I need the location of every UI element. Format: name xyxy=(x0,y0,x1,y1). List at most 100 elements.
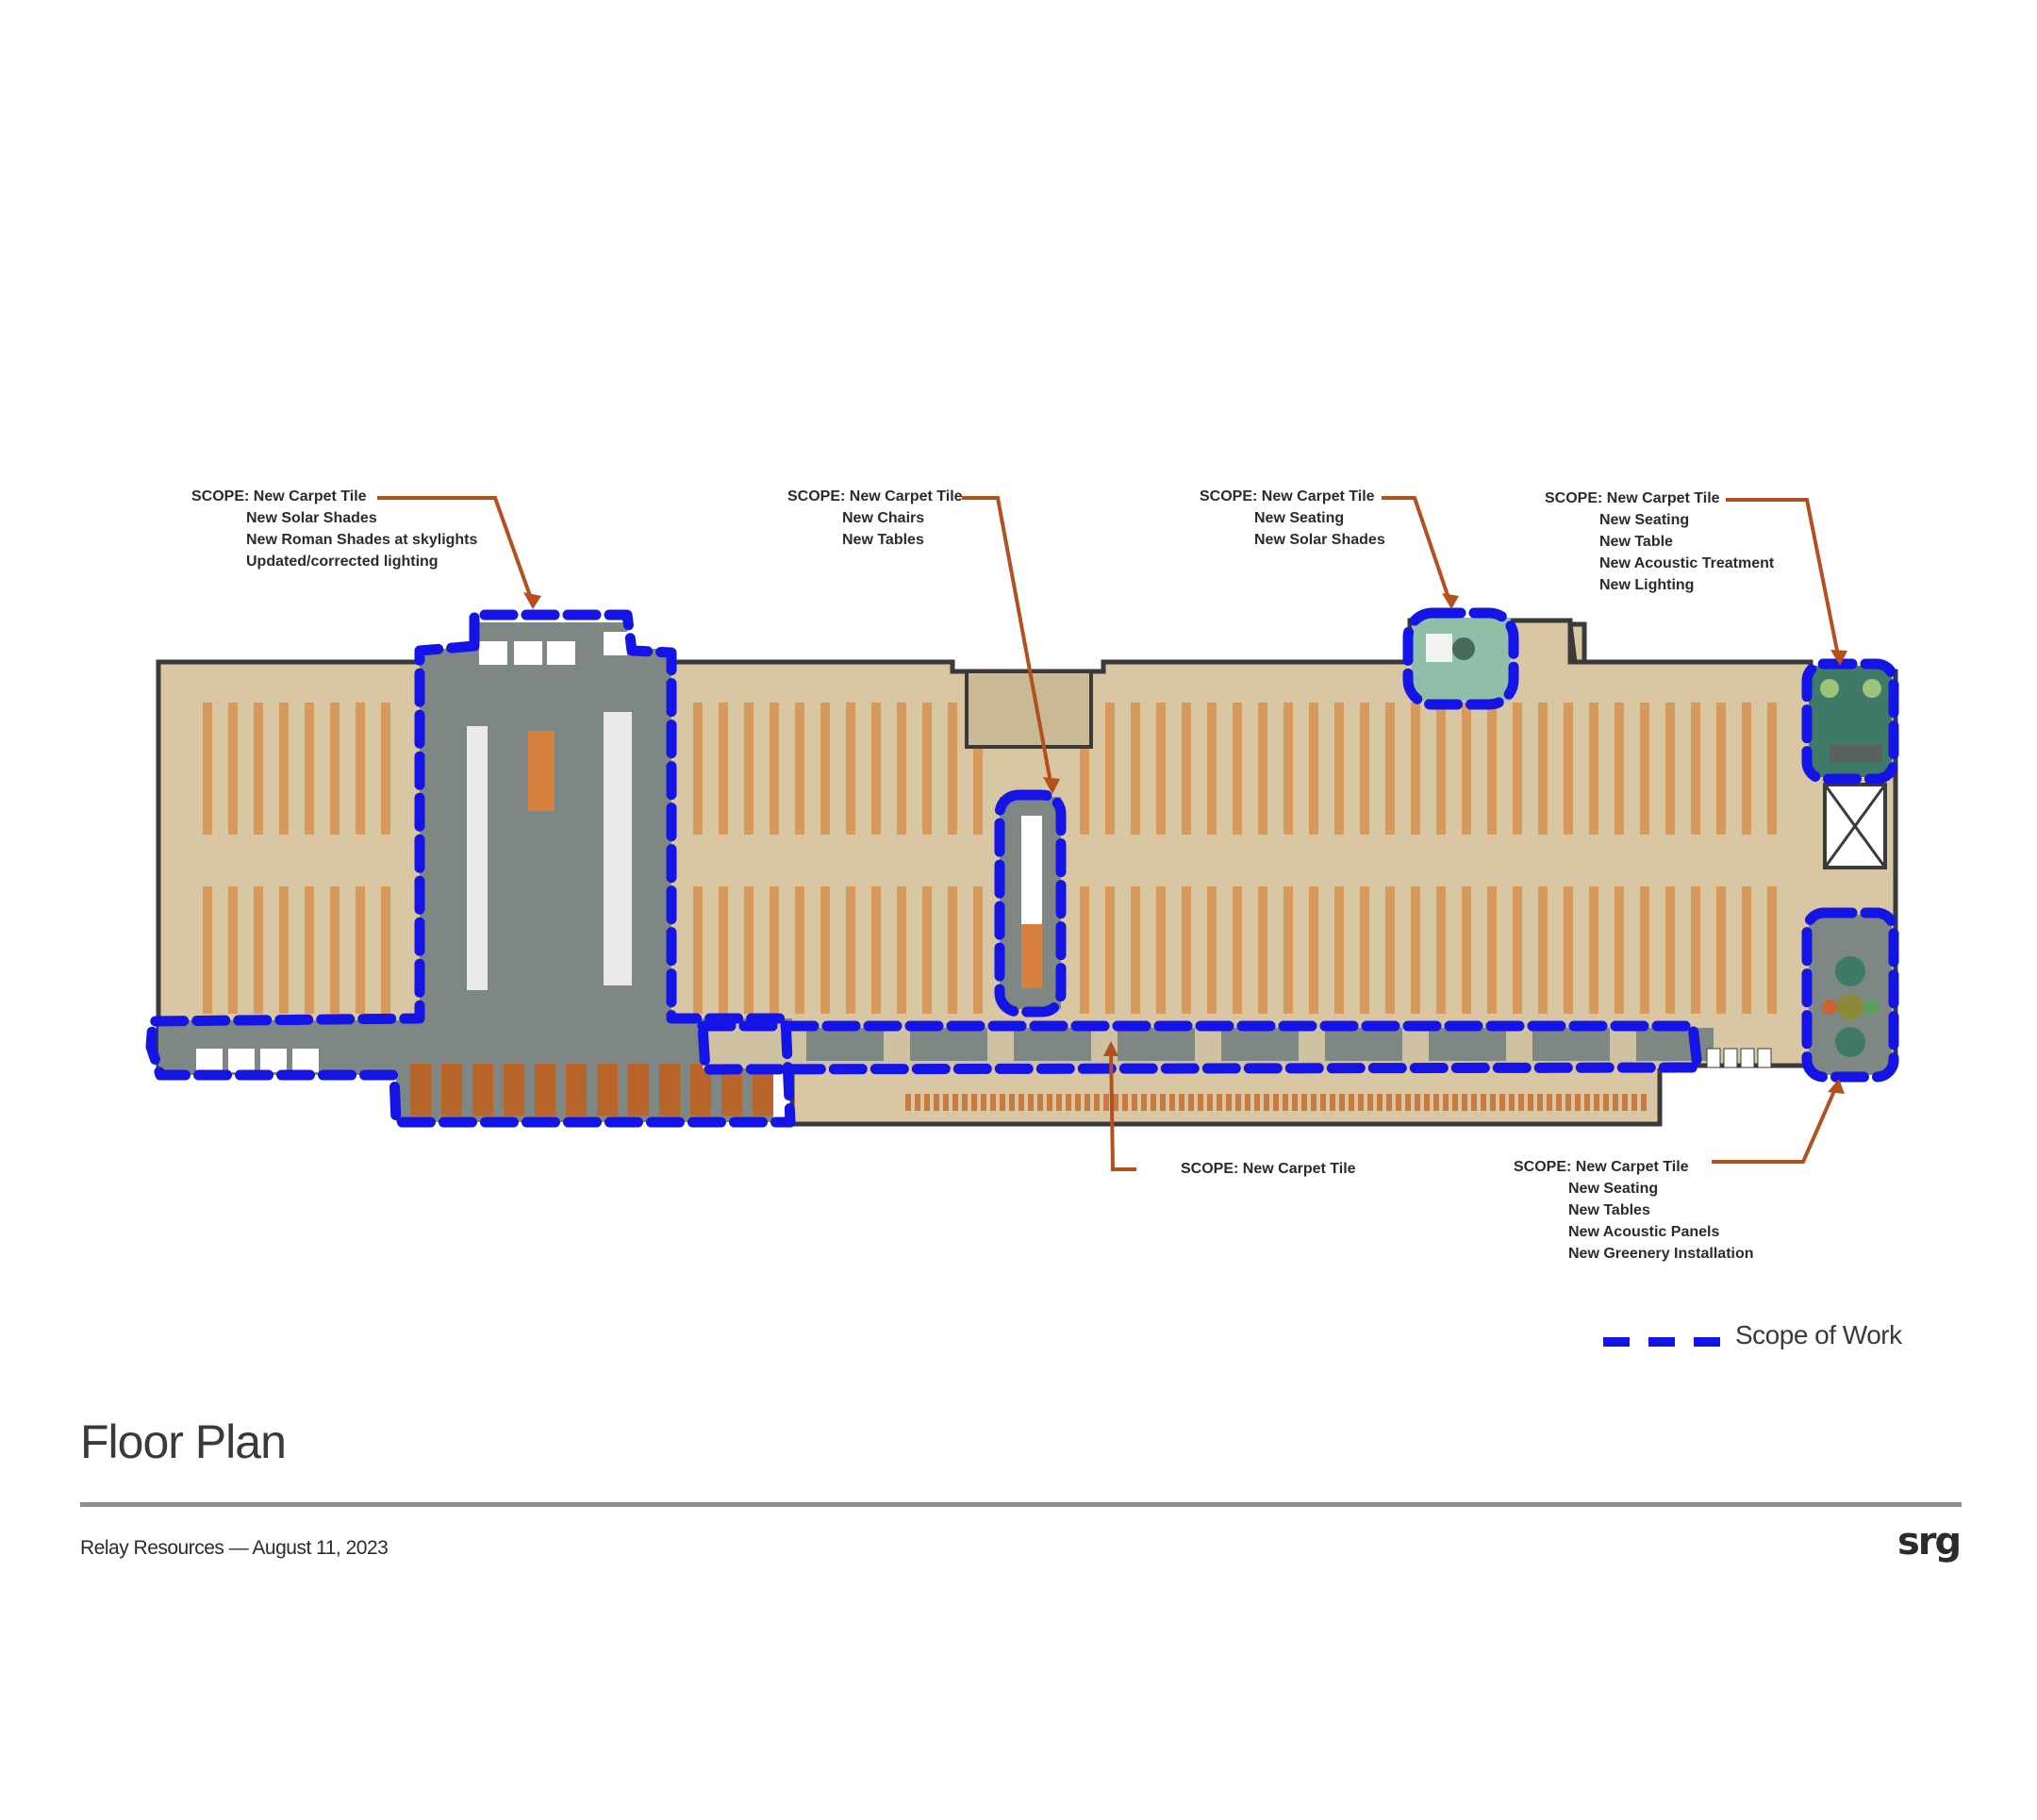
workstation-column xyxy=(1716,703,1726,835)
workstation-column xyxy=(1462,703,1471,835)
callout-line: New Acoustic Treatment xyxy=(1599,555,1775,571)
workstation-column xyxy=(719,886,728,1014)
bench-seat xyxy=(1122,1094,1128,1111)
bench-seat xyxy=(1386,1094,1392,1111)
bench-seat xyxy=(1047,1094,1052,1111)
corridor-table xyxy=(1221,1028,1299,1061)
scope-outline-corridor xyxy=(697,1020,1703,1075)
workstation-column xyxy=(381,886,390,1014)
bench-seat xyxy=(1113,1094,1118,1111)
dashed-line-icon xyxy=(1694,1337,1720,1347)
bench-seat xyxy=(1151,1094,1156,1111)
workstation-column xyxy=(1742,886,1751,1014)
bench-seat xyxy=(1367,1094,1373,1111)
workstation-column xyxy=(1615,886,1624,1014)
workstation-column xyxy=(1156,886,1166,1014)
bench-seat xyxy=(1641,1094,1647,1111)
bench-seat xyxy=(1217,1094,1222,1111)
brand-logo: srg xyxy=(1897,1520,1962,1564)
bench-seat xyxy=(952,1094,958,1111)
bench-seat xyxy=(981,1094,986,1111)
workstation-column xyxy=(1767,703,1777,835)
bench-seat xyxy=(1085,1094,1090,1111)
workstation-column xyxy=(922,886,932,1014)
bench-seat xyxy=(1339,1094,1345,1111)
workstation-column xyxy=(356,703,365,835)
divider xyxy=(80,1502,1962,1507)
bench-seat xyxy=(971,1094,977,1111)
bench-seat xyxy=(1603,1094,1609,1111)
bench-seat xyxy=(1235,1094,1241,1111)
legend-label: Scope of Work xyxy=(1735,1320,1902,1349)
bench-seat xyxy=(934,1094,939,1111)
workstation-column xyxy=(1207,886,1217,1014)
callout-line: New Chairs xyxy=(842,510,925,526)
callout-line: SCOPE: New Carpet Tile xyxy=(1514,1159,1689,1175)
bench-seat xyxy=(1301,1094,1307,1111)
workstation-column xyxy=(1080,886,1089,1014)
bench-seat xyxy=(1245,1094,1250,1111)
bench-seat xyxy=(1169,1094,1175,1111)
workstation-column xyxy=(1564,703,1573,835)
booth xyxy=(410,1064,431,1116)
workstation-column xyxy=(381,703,390,835)
workstation-column xyxy=(1411,703,1420,835)
callout-line: Updated/corrected lighting xyxy=(246,554,439,570)
workstation-column xyxy=(228,703,238,835)
workstation-column xyxy=(1615,703,1624,835)
booth xyxy=(535,1064,555,1116)
scope-outline-bottom-right xyxy=(1801,907,1899,1083)
callout-line: New Solar Shades xyxy=(246,510,377,526)
bench-seat xyxy=(1537,1094,1543,1111)
bench-seat xyxy=(905,1094,911,1111)
bench-seat xyxy=(1132,1094,1137,1111)
workstation-column xyxy=(1309,886,1318,1014)
bottom-bench-row xyxy=(905,1094,1647,1111)
scope-outline-left xyxy=(145,609,796,1128)
workstation-column xyxy=(279,886,289,1014)
booth xyxy=(690,1064,711,1116)
scope-outline-upper-room xyxy=(1402,607,1519,710)
callout-upper-room: SCOPE: New Carpet Tile New Seating New S… xyxy=(1200,486,1385,551)
booth xyxy=(504,1064,524,1116)
workstation-column xyxy=(693,886,703,1014)
small-seats xyxy=(1706,1048,1772,1068)
bench-seat xyxy=(1377,1094,1383,1111)
workstation-column xyxy=(1513,886,1522,1014)
bench-seat xyxy=(1226,1094,1232,1111)
workstation-column xyxy=(846,886,855,1014)
bench-seat xyxy=(1509,1094,1515,1111)
workstation-column xyxy=(1182,886,1191,1014)
bench-seat xyxy=(1462,1094,1467,1111)
top-right-lounge xyxy=(1809,666,1892,777)
callout-line: New Seating xyxy=(1254,510,1345,526)
workstation-column xyxy=(1640,703,1649,835)
workstation-column xyxy=(693,703,703,835)
scope-outline-top-right xyxy=(1801,658,1899,785)
workstation-rows xyxy=(203,703,1777,1014)
bench-seat xyxy=(1499,1094,1505,1111)
bench-seat xyxy=(924,1094,930,1111)
callout-line: New Table xyxy=(1599,534,1673,550)
workstation-column xyxy=(948,703,957,835)
bench-seat xyxy=(1179,1094,1184,1111)
bottom-right-lounge xyxy=(1809,915,1892,1075)
callout-line: SCOPE: New Carpet Tile xyxy=(1545,490,1720,506)
bench-seat xyxy=(1565,1094,1571,1111)
workstation-column xyxy=(1309,703,1318,835)
workstation-column xyxy=(1131,703,1140,835)
workstation-column xyxy=(228,886,238,1014)
workstation-column xyxy=(1487,703,1497,835)
arrowheads xyxy=(523,592,1847,1094)
booth xyxy=(753,1064,773,1116)
callout-line: New Solar Shades xyxy=(1254,532,1385,548)
corridor-table xyxy=(1325,1028,1402,1061)
booth xyxy=(721,1064,742,1116)
callout-center-bench: SCOPE: New Carpet Tile New Chairs New Ta… xyxy=(787,486,963,551)
page-title: Floor Plan xyxy=(80,1415,287,1468)
bench-seat xyxy=(1415,1094,1420,1111)
workstation-column xyxy=(1589,886,1598,1014)
booth xyxy=(628,1064,649,1116)
bench-seat xyxy=(1631,1094,1637,1111)
bench-seat xyxy=(1254,1094,1260,1111)
